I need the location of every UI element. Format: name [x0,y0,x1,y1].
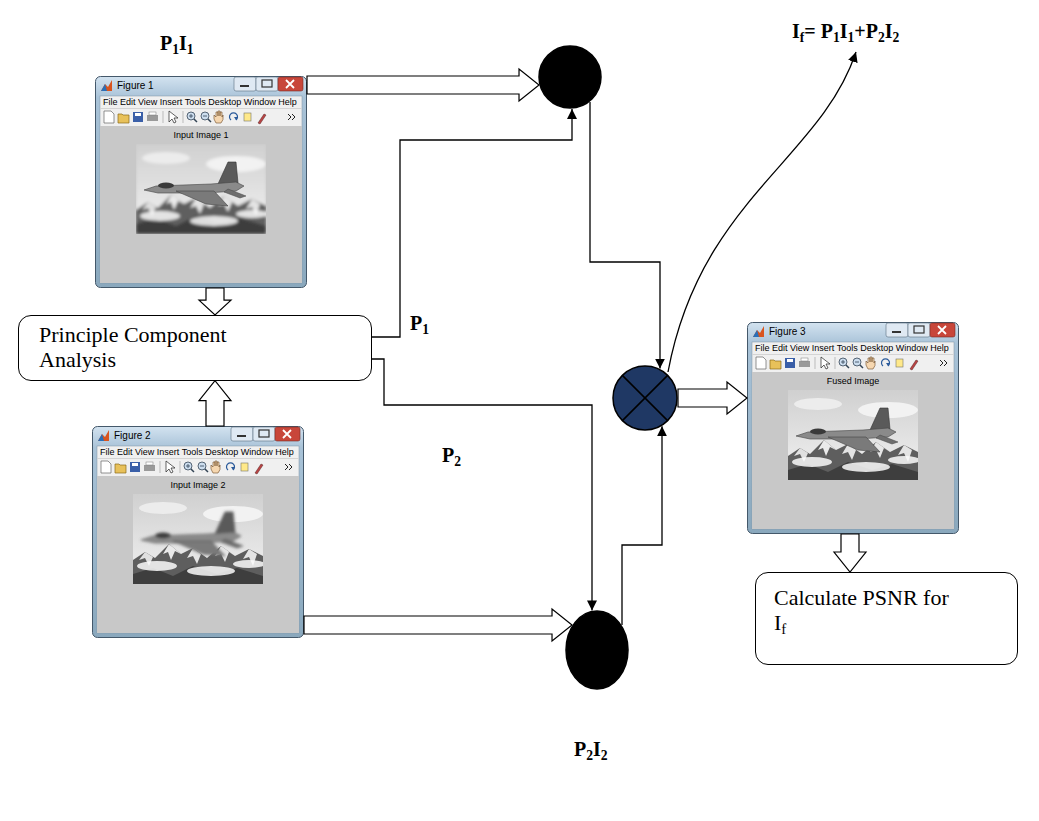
multiplier-node [612,365,678,431]
process-box: Calculate PSNR for If [755,572,1018,665]
window-frame [96,77,307,288]
window-title: Figure 1 [117,80,154,92]
formula-label: If= P1I1+P2I2 [792,20,899,43]
product-node [538,45,602,109]
product-node [565,610,629,690]
signal-line [622,426,662,625]
formula-label: P2I2 [574,738,608,761]
figure-window: Figure 2 File Edit View Insert Tools Desk… [92,426,304,638]
process-label: Calculate PSNR for If [774,585,954,636]
product-dot [538,45,602,109]
block-arrow [304,609,572,641]
edge-label: P2 [440,444,463,467]
process-label: Principle Component Analysis [39,322,279,373]
window-frame [93,427,304,638]
block-arrow [678,382,747,414]
input-image [136,144,266,234]
menu-bar-text: File Edit View Insert Tools Desktop Wind… [755,343,949,354]
image-title: Input Image 2 [170,480,225,491]
multiplier-symbol [612,365,678,431]
image-title: Fused Image [827,376,880,387]
leader-arrow [668,52,856,372]
window-title: Figure 2 [114,430,151,442]
signal-line [372,359,592,610]
signal-line [590,102,660,369]
block-arrow [199,288,231,315]
block-arrow [307,69,539,101]
window-frame [748,323,959,534]
product-dot [565,610,629,690]
edge-label: P1 [408,312,431,335]
formula-label: P1I1 [160,32,194,55]
signal-line [372,109,572,337]
image-title: Input Image 1 [173,130,228,141]
figure-window: Figure 1 File Edit View Insert Tools Desk… [95,76,307,288]
input-image [133,494,263,584]
menu-bar-text: File Edit View Insert Tools Desktop Wind… [100,447,294,458]
menu-bar-text: File Edit View Insert Tools Desktop Wind… [103,97,297,108]
block-arrow [834,534,866,572]
fused-image [788,390,918,480]
block-arrow [199,381,231,426]
process-box: Principle Component Analysis [18,315,372,381]
window-title: Figure 3 [769,326,806,338]
figure-window: Figure 3 File Edit View Insert Tools Desk… [747,322,959,534]
